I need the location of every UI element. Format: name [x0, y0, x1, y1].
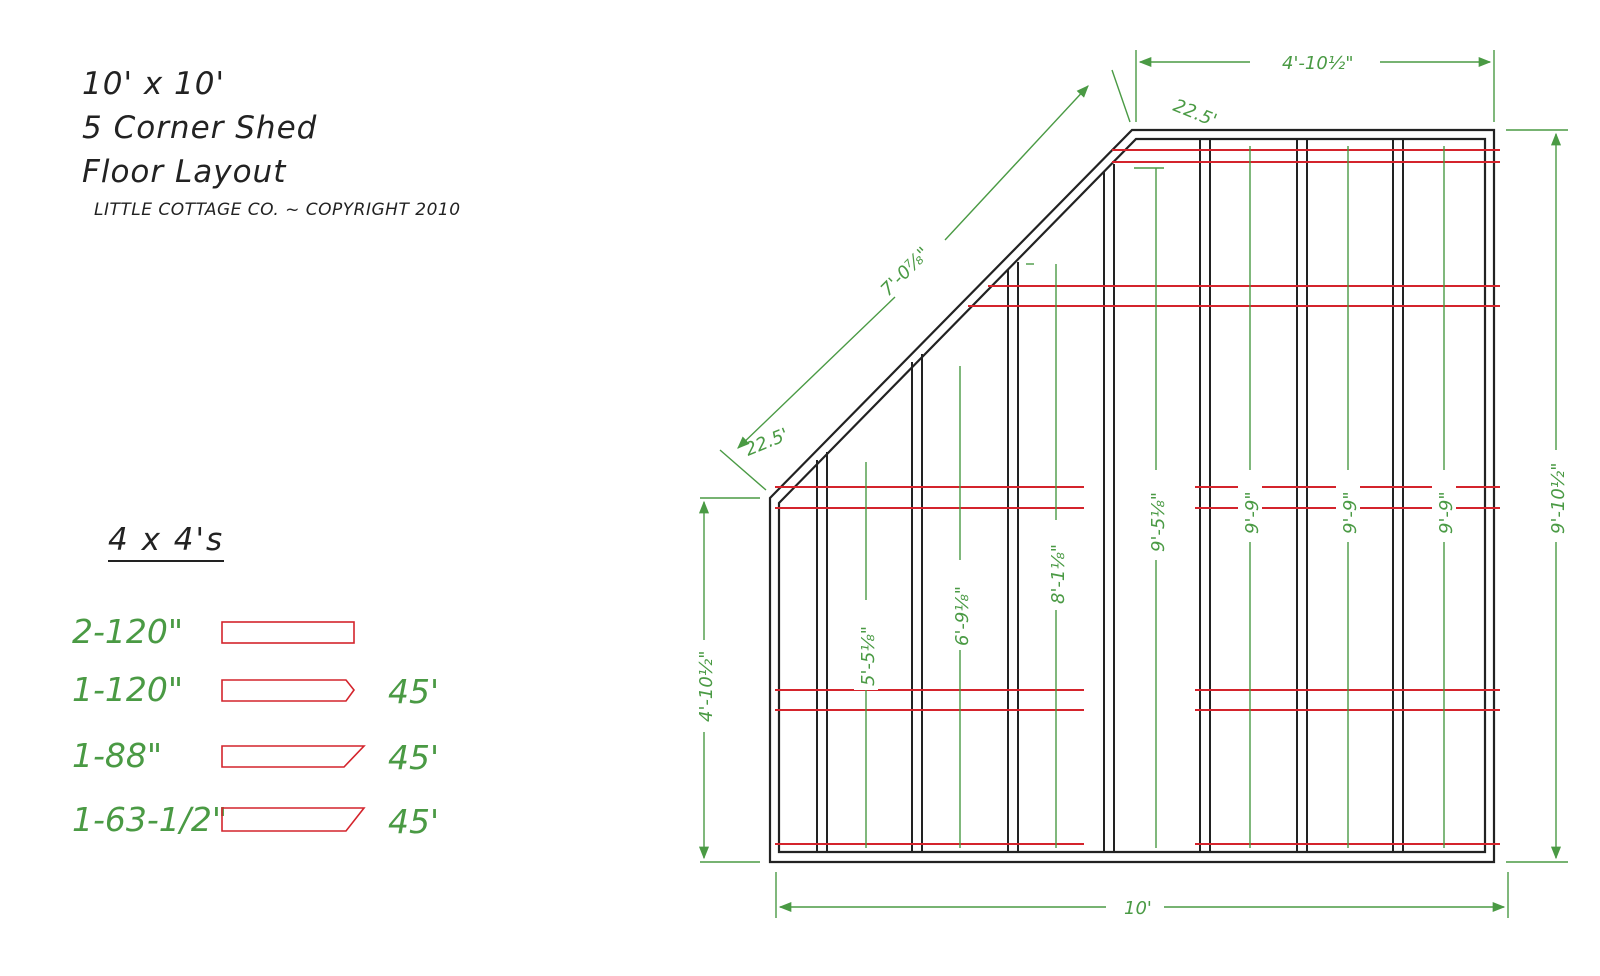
drawing-rect	[1110, 894, 1160, 918]
left-height-label: 4'-10½"	[696, 650, 717, 722]
drawing-rect	[1432, 470, 1456, 542]
blocking-lines	[775, 149, 1500, 845]
title-size: 10' x 10'	[82, 66, 225, 102]
drawing-rect	[1336, 470, 1360, 542]
joist-dim-label: 9'-5⅛"	[1148, 492, 1169, 552]
drawing-polygon	[768, 128, 1496, 864]
board-angled-icon	[221, 807, 366, 832]
lumber-angle: 45'	[388, 802, 440, 841]
title-layout: Floor Layout	[82, 154, 287, 190]
board-square-icon	[221, 621, 355, 644]
left-angle-label: 22.5'	[742, 424, 792, 460]
drawing-rect	[1144, 470, 1168, 560]
drawing-line	[719, 449, 767, 491]
lumber-heading: 4 x 4's	[108, 522, 225, 562]
board-angled-icon	[221, 745, 366, 768]
drawing-polygon	[777, 137, 1487, 854]
drawing-rect	[854, 600, 878, 690]
drawing-rect	[692, 640, 716, 732]
lumber-angle: 45'	[388, 738, 440, 777]
diagonal-label: 7'-0⅞"	[877, 243, 934, 300]
right-height-label: 9'-10½"	[1548, 462, 1569, 534]
lumber-angle: 45'	[388, 672, 440, 711]
copyright-text: LITTLE COTTAGE CO. ~ COPYRIGHT 2010	[94, 200, 461, 220]
title-shed: 5 Corner Shed	[82, 110, 318, 146]
lumber-qty: 1-88"	[72, 736, 163, 775]
top-width-label: 4'-10½"	[1282, 53, 1354, 74]
outer-frame	[768, 128, 1496, 864]
top-angle-label: 22.5'	[1170, 95, 1220, 131]
joist-dim-label: 9'-9"	[1436, 491, 1457, 534]
joist-dim-label: 9'-9"	[1242, 491, 1263, 534]
joist-dim-label: 9'-9"	[1340, 491, 1361, 534]
drawing-rect	[1044, 520, 1068, 610]
floor-joists	[816, 139, 1404, 852]
joist-dim-label: 5'-5⅛"	[858, 626, 879, 686]
drawing-line	[1111, 69, 1131, 123]
drawing-rect	[948, 560, 972, 650]
lumber-qty: 1-63-1/2"	[72, 800, 228, 839]
joist-dim-label: 6'-9⅛"	[952, 586, 973, 646]
board-angled-icon	[221, 679, 356, 702]
drawing-rect	[1544, 452, 1568, 542]
joist-dim-label: 8'-1⅛"	[1048, 544, 1069, 604]
bottom-width-label: 10'	[1124, 898, 1152, 919]
drawing-rect	[1238, 470, 1262, 542]
drawing-rect	[1276, 50, 1376, 74]
lumber-qty: 2-120"	[72, 612, 184, 651]
dimension-labels: 4'-10½" 22.5' 7'-0⅞" 22.5' 4'-10½" 9'-10…	[692, 50, 1569, 919]
drawing-line	[944, 85, 1089, 241]
lumber-qty: 1-120"	[72, 670, 184, 709]
drawing-line	[737, 296, 896, 449]
title-block: 10' x 10' 5 Corner Shed Floor Layout LIT…	[82, 62, 461, 220]
